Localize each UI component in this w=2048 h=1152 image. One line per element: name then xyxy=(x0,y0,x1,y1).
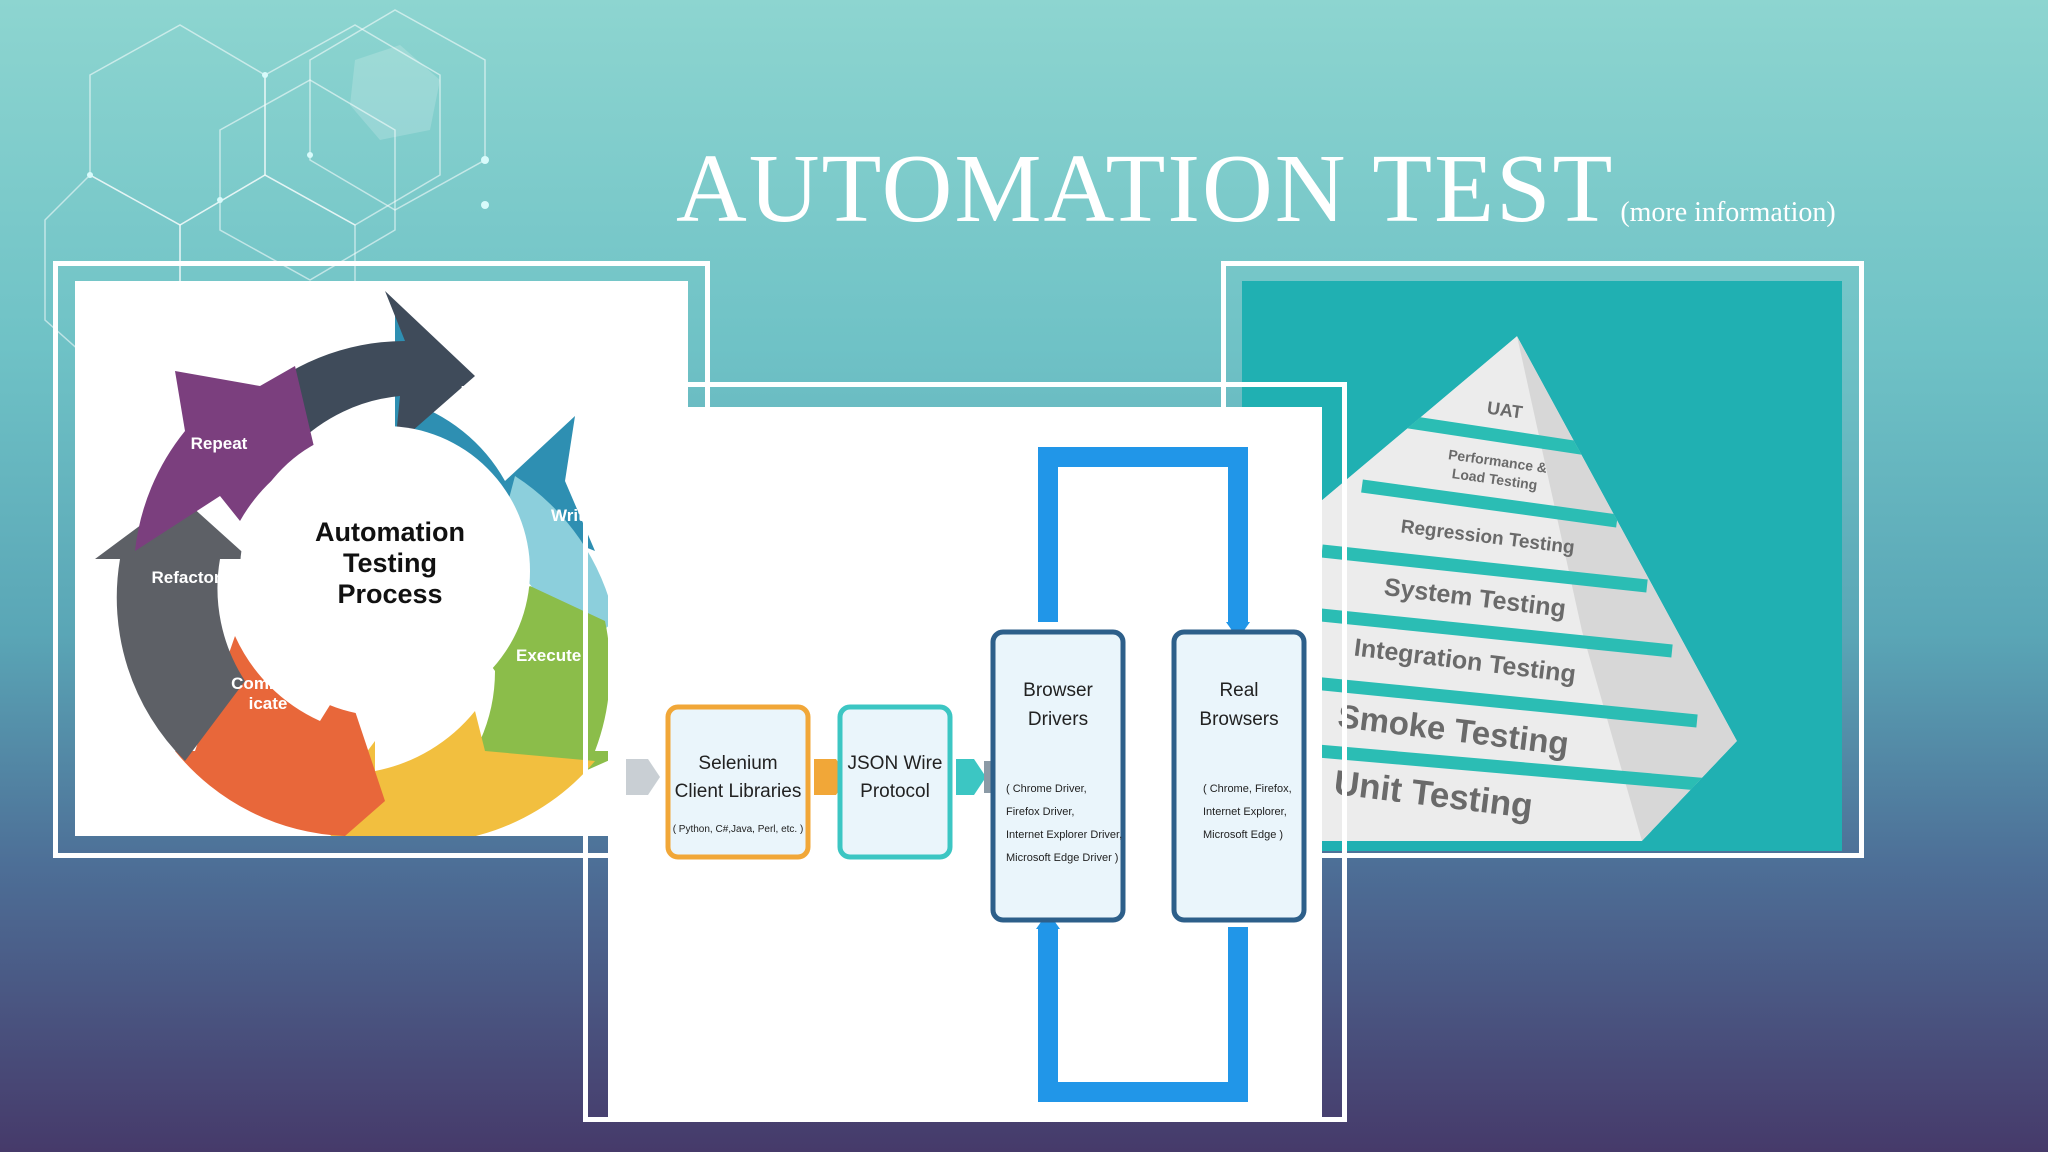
browser-drivers-note1: ( Chrome Driver, xyxy=(1006,783,1087,795)
selenium-client-line1: Selenium xyxy=(698,753,777,774)
browser-drivers-line2: Drivers xyxy=(1028,709,1088,730)
cycle-label-repeat: Repeat xyxy=(191,434,248,453)
cycle-label-communicate-1: Commun xyxy=(231,674,305,693)
json-wire-box xyxy=(837,704,953,860)
real-browsers-note2: Internet Explorer, xyxy=(1203,806,1287,818)
cycle-segment-refactor xyxy=(95,496,250,761)
driver-browser-loop xyxy=(1038,447,1248,1102)
cycle-center-line2: Testing xyxy=(343,548,437,578)
real-browsers-note3: Microsoft Edge ) xyxy=(1203,829,1283,841)
slide-title: AUTOMATION TEST(more information) xyxy=(676,135,1836,243)
json-wire-line2: Protocol xyxy=(860,781,930,802)
real-browsers-box xyxy=(1171,629,1307,923)
cycle-segment-evaluate xyxy=(315,711,595,836)
real-browsers-line2: Browsers xyxy=(1199,709,1278,730)
cycle-label-communicate-2: icate xyxy=(249,694,288,713)
cycle-segment-repeat xyxy=(135,366,315,551)
selenium-client-note: ( Python, C#,Java, Perl, etc. ) xyxy=(673,824,804,835)
pyramid-level-uat: UAT xyxy=(1486,398,1524,423)
browser-drivers-note4: Microsoft Edge Driver ) xyxy=(1006,852,1118,864)
slide-title-note: (more information) xyxy=(1620,197,1836,228)
browser-drivers-line1: Browser xyxy=(1023,680,1093,701)
selenium-client-box xyxy=(665,704,811,860)
cycle-label-prepare: Prepare xyxy=(460,383,527,403)
selenium-architecture-diagram: Selenium Client Libraries ( Python, C#,J… xyxy=(626,447,1307,1102)
browser-drivers-note2: Firefox Driver, xyxy=(1006,806,1074,818)
real-browsers-line1: Real xyxy=(1219,680,1258,701)
cycle-label-evaluate: Evaluate xyxy=(370,721,440,740)
selenium-client-line2: Client Libraries xyxy=(675,781,802,802)
arrow-json-drivers xyxy=(956,759,986,795)
cycle-center-line3: Process xyxy=(337,579,442,609)
selenium-architecture-panel: Selenium Client Libraries ( Python, C#,J… xyxy=(608,407,1322,1120)
cycle-label-write: Write xyxy=(551,506,593,525)
browser-drivers-box xyxy=(990,629,1126,923)
cycle-label-execute: Execute xyxy=(516,646,581,665)
browser-drivers-note3: Internet Explorer Driver, xyxy=(1006,829,1122,841)
json-wire-line1: JSON Wire xyxy=(848,753,943,774)
hexagon-decoration xyxy=(44,9,489,371)
input-arrow xyxy=(626,759,660,795)
real-browsers-note1: ( Chrome, Firefox, xyxy=(1203,783,1292,795)
testing-pyramid-diagram: UAT Performance & Load Testing Regressio… xyxy=(1242,336,1737,841)
cycle-label-refactor: Refactor xyxy=(152,568,221,587)
cycle-center-line1: Automation xyxy=(315,517,465,547)
